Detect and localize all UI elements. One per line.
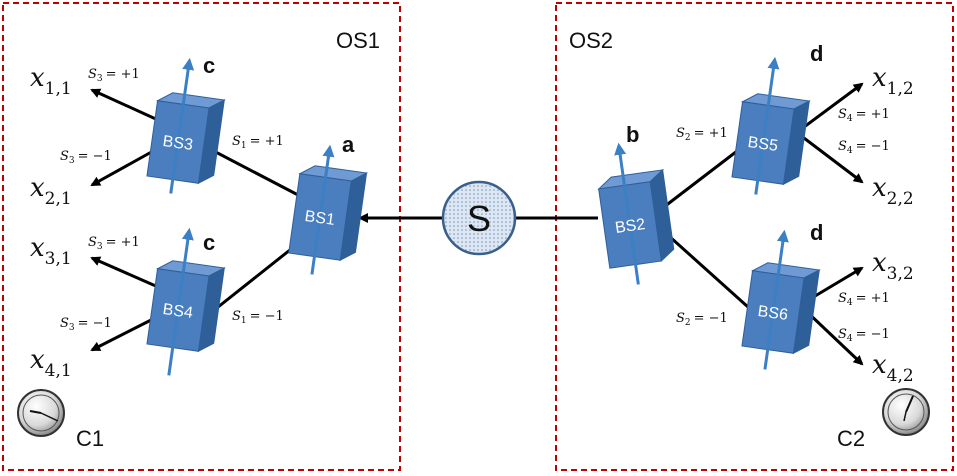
axis-label-a: a	[342, 132, 355, 157]
spin-label-s4-minus-bottom: S4= −1	[838, 327, 890, 344]
spin-label-s3-minus-top: S3= −1	[60, 149, 112, 166]
axis-arrow-d-bottom	[763, 229, 789, 370]
axis-arrow-c-top	[169, 57, 195, 194]
axis-label-d-top: d	[810, 41, 823, 66]
beam-bs4-to-x41	[90, 316, 156, 352]
output-x12: x1,2	[872, 63, 914, 99]
splitter-bs5-label: BS5	[747, 134, 779, 155]
clock-label-c1: C1	[76, 426, 104, 451]
clock-icon-c1	[17, 389, 65, 437]
splitter-bs1-label: BS1	[304, 208, 336, 229]
spin-label-s4-plus-bottom: S4= +1	[838, 291, 890, 308]
clock-icon-c2	[882, 388, 930, 436]
axis-label-c-bottom: c	[203, 230, 215, 255]
axis-label-c-top: c	[203, 53, 215, 78]
axis-arrow-c-bottom	[167, 227, 194, 376]
region-os1-label: OS1	[336, 28, 380, 53]
splitter-bs1: BS1	[288, 144, 369, 275]
clock-label-c2: C2	[837, 426, 865, 451]
beam-bs6-to-x42	[803, 308, 864, 366]
region-os2-label: OS2	[569, 28, 613, 53]
splitter-bs2: BS2	[597, 142, 675, 285]
spin-label-s1-plus: S1= +1	[232, 134, 284, 151]
output-x32: x3,2	[872, 248, 914, 284]
splitter-bs6: BS6	[741, 229, 821, 370]
output-x41: x4,1	[30, 345, 72, 381]
spin-label-s3-plus-bottom: S3= +1	[88, 235, 140, 252]
spin-label-s3-plus-top: S3= +1	[88, 67, 140, 84]
splitter-bs3: BS3	[146, 57, 226, 194]
beam-bs2-to-bs5	[659, 143, 746, 212]
beam-bs5-to-x22	[799, 133, 864, 184]
axis-label-d-bottom: d	[810, 220, 823, 245]
axis-arrow-b	[614, 142, 640, 285]
beam-bs3-to-x21	[90, 148, 156, 187]
output-x22: x2,2	[872, 173, 914, 209]
region-os1	[2, 2, 401, 471]
region-os2	[555, 2, 954, 471]
splitter-bs6-label: BS6	[757, 303, 789, 324]
beam-bs2-to-bs6	[658, 226, 750, 309]
splitter-bs2-label: BS2	[614, 216, 646, 237]
source-circle	[441, 180, 517, 256]
spin-label-s3-minus-bottom: S3= −1	[60, 316, 112, 333]
output-x42: x4,2	[872, 350, 914, 386]
spin-label-s2-plus: S2= +1	[676, 126, 728, 143]
beam-bs1-to-bs4	[206, 240, 301, 317]
beam-bs3-to-x11	[90, 88, 159, 122]
source-label: S	[467, 198, 491, 239]
axis-label-b: b	[626, 122, 639, 147]
beam-bs1-to-bs3	[206, 146, 301, 198]
axis-arrow-a	[310, 144, 335, 275]
beam-bs5-to-x12	[799, 82, 864, 132]
beams	[90, 82, 864, 366]
beam-bs4-to-x31	[90, 256, 159, 289]
spin-label-s4-minus-top: S4= −1	[838, 139, 890, 156]
output-x11: x1,1	[30, 63, 72, 99]
splitter-bs5: BS5	[731, 56, 811, 195]
splitter-bs4: BS4	[146, 227, 226, 376]
splitter-bs4-label: BS4	[162, 301, 194, 322]
axis-arrow-d-top	[754, 56, 780, 195]
splitter-bs3-label: BS3	[162, 133, 194, 154]
output-x31: x3,1	[30, 233, 72, 269]
spin-label-s1-minus: S1= −1	[232, 309, 284, 326]
spin-label-s4-plus-top: S4= +1	[838, 107, 890, 124]
output-x21: x2,1	[30, 173, 72, 209]
spin-label-s2-minus: S2= −1	[676, 311, 728, 328]
